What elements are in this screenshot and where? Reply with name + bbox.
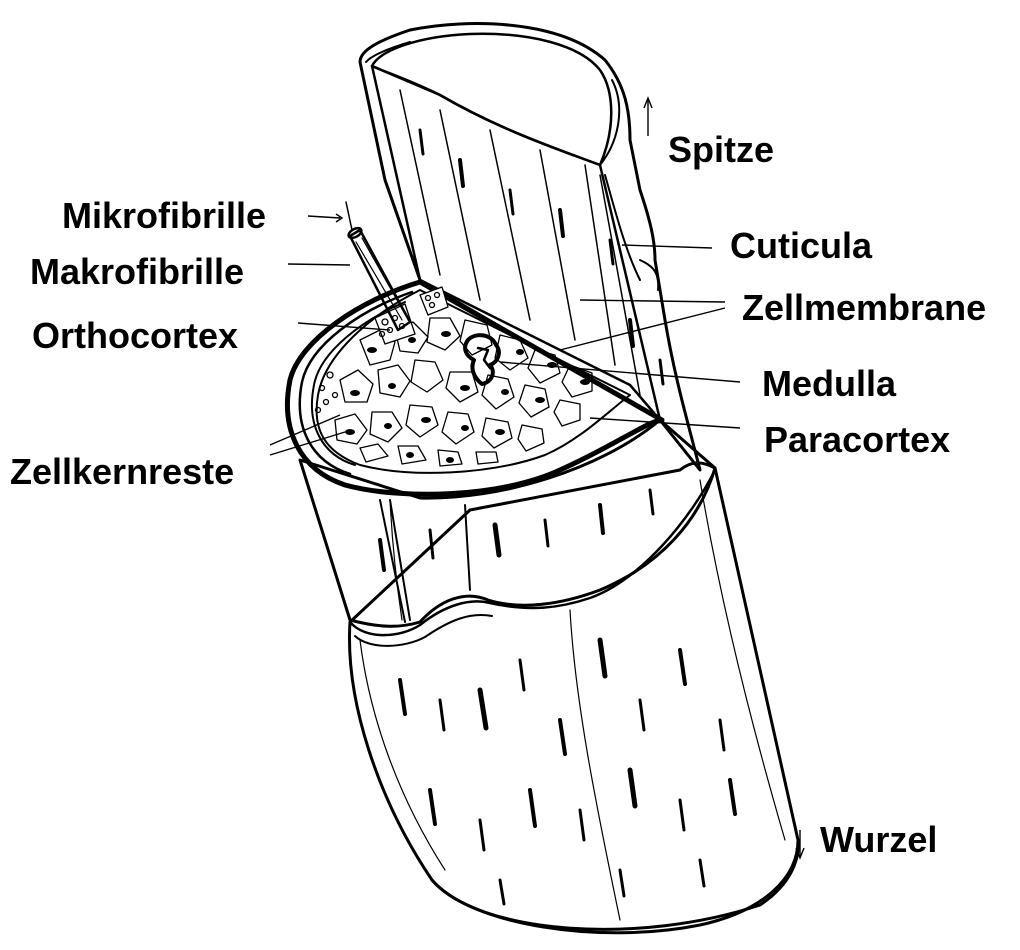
hair-shaft-upper-column — [360, 24, 700, 470]
cortex-cell-boundaries — [335, 318, 592, 466]
label-wurzel: Wurzel — [820, 819, 937, 860]
label-spitze: Spitze — [668, 129, 774, 170]
upper-column-cut-face — [372, 66, 660, 420]
main-cross-section-outer — [287, 282, 662, 494]
label-orthocortex: Orthocortex — [32, 315, 238, 356]
diagram-labels: Mikrofibrille Makrofibrille Orthocortex … — [10, 129, 986, 860]
medulla-core — [465, 335, 499, 384]
label-makrofibrille: Makrofibrille — [30, 251, 244, 292]
label-zellkernreste: Zellkernreste — [10, 451, 234, 492]
label-medulla: Medulla — [762, 363, 897, 404]
shaft-fine-lines — [360, 480, 785, 920]
top-cross-section — [372, 34, 611, 165]
hair-shaft-lower-body — [350, 463, 799, 929]
microfibril-line — [346, 202, 352, 230]
label-cuticula: Cuticula — [730, 225, 873, 266]
label-zellmembrane: Zellmembrane — [742, 287, 986, 328]
hair-shaft-middle-block — [300, 420, 715, 626]
label-paracortex: Paracortex — [764, 419, 950, 460]
hair-shaft-bottom-end — [432, 840, 798, 933]
label-mikrofibrille: Mikrofibrille — [62, 195, 266, 236]
